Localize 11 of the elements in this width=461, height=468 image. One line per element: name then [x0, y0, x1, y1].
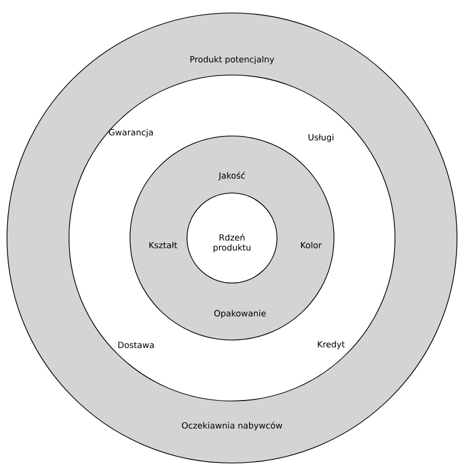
ring-label: Kształt	[149, 242, 178, 248]
ring-label: Rdzeń produktu	[214, 234, 250, 252]
ring-label: Opakowanie	[214, 310, 266, 318]
ring-label: Kolor	[301, 242, 322, 248]
ring-label: Kredyt	[318, 340, 345, 350]
ring-label: Produkt potencjalny	[190, 56, 274, 64]
ring-label: Dostawa	[118, 342, 154, 348]
ring-label: Usługi	[308, 134, 334, 142]
ring-label: Jakość	[218, 172, 245, 180]
ring-label: Gwarancja	[108, 128, 153, 138]
ring-label: Oczekiawnia nabywców	[182, 422, 282, 430]
